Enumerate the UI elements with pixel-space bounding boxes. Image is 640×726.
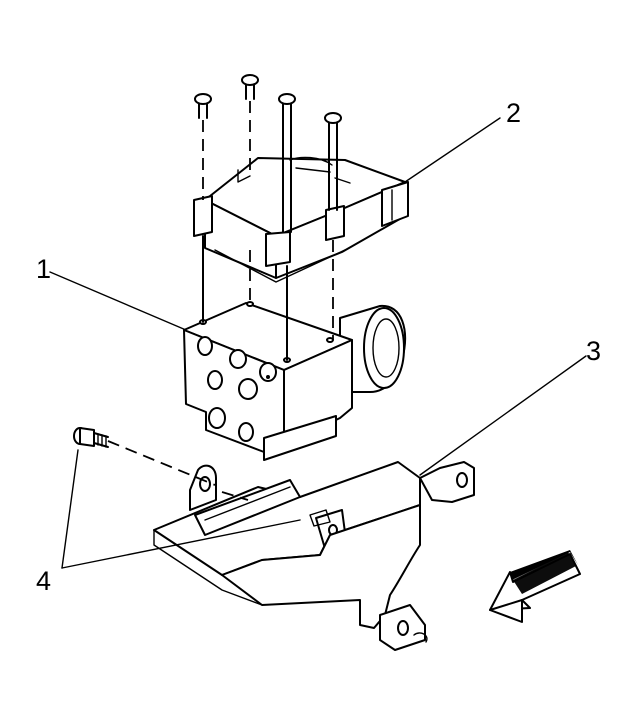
module-screws bbox=[194, 74, 342, 361]
hydraulic-modulator bbox=[183, 301, 406, 461]
screw-icon bbox=[324, 112, 342, 340]
callout-leaders bbox=[49, 117, 587, 569]
control-module bbox=[193, 156, 409, 283]
callout-label-3: 3 bbox=[586, 336, 601, 366]
bolt-icon bbox=[73, 427, 249, 501]
screw-icon bbox=[278, 93, 296, 361]
callout-label-1: 1 bbox=[36, 254, 51, 284]
front-direction-arrow-icon bbox=[489, 550, 581, 623]
screw-icon bbox=[194, 93, 212, 323]
screw-icon bbox=[241, 74, 259, 304]
callout-label-4: 4 bbox=[36, 566, 51, 596]
mounting-bracket bbox=[153, 461, 475, 651]
callout-label-2: 2 bbox=[506, 98, 521, 128]
